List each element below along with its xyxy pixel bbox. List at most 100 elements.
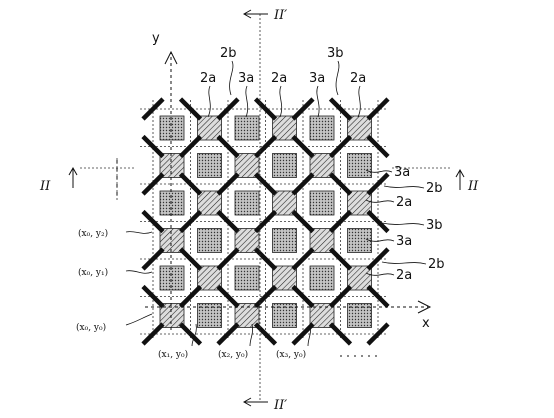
top-label-5: 3a [309,71,325,86]
bar-2b [141,247,165,271]
bar-3b [141,209,165,234]
bar-3b [328,322,353,346]
pixel-2a-cell [347,228,372,253]
bottom-coord-leaders [191,323,311,347]
bar-2b [216,247,240,271]
bar-3b [366,209,390,234]
bar-3b [141,134,165,159]
bar-2b [178,209,203,234]
bar-3b [253,172,278,196]
pixel-2a-cell [159,190,185,216]
right-label-1: 3a [394,165,410,180]
x-axis-label: x [422,316,430,331]
top-label-4: 2a [271,71,287,86]
top-label-1: 2a [200,71,216,86]
section-mark-left: II [39,179,51,194]
pixel-2a-cell [159,115,185,141]
pixel-2a-cell [272,228,297,253]
top-leader-lines [207,60,361,118]
bar-2b [366,97,390,121]
bar-3b [216,209,240,234]
pixel-3a-cell [272,265,297,291]
right-leader-lines [365,169,427,276]
right-label-7: 2a [396,268,412,283]
right-label-5: 3a [396,234,412,249]
right-label-6: 2b [428,257,445,272]
bar-2b [291,247,315,271]
pixel-3a-cell [234,153,260,178]
bar-2b [366,172,390,196]
coord-x2-y0: (x₂, y₀) [218,349,248,360]
bar-3b [328,172,353,196]
pixel-3a-cell [159,153,185,178]
pixel-3a-cell [197,190,222,216]
coord-x0-y1: (x₀, y₁) [78,267,108,278]
pixel-2a-cell [234,115,260,141]
bar-2b [253,284,278,309]
pixel-2a-cell [309,115,335,141]
bar-2b [141,322,165,346]
bar-3b [291,209,315,234]
pixel-3a-cell [197,265,222,291]
pixel-2a-cell [309,265,335,291]
section-arrowhead-top-icon [242,9,252,19]
pixel-2a-cell [347,153,372,178]
bar-3b [291,284,315,309]
top-reference-labels: 2a 2b 3a 2a 3a 3b 2a [200,46,366,86]
bar-3b [253,97,278,121]
y-axis-arrow-icon [164,50,178,65]
bar-3b [216,134,240,159]
bar-2b [291,322,315,346]
right-label-2: 2b [426,181,443,196]
bar-3b [253,247,278,271]
bar-2b [366,247,390,271]
bar-2b [328,209,353,234]
section-arrowhead-left-icon [68,166,78,176]
bar-2b [141,172,165,196]
bar-2b [216,172,240,196]
y-axis-label: y [152,31,160,46]
bar-2b [253,134,278,159]
section-mark-right: II [467,179,479,194]
bar-3b [216,284,240,309]
diagonal-bars [141,97,390,346]
right-label-3: 2a [396,195,412,210]
top-label-6: 3b [327,46,344,61]
pixel-2a-cell [234,190,260,216]
bar-2b [328,134,353,159]
bar-2b [366,322,390,346]
bar-3b [291,134,315,159]
left-coord-leaders [125,231,153,326]
bar-3b [366,134,390,159]
x-axis-arrow-icon [417,300,432,314]
bar-2b [291,97,315,121]
bar-2b [253,209,278,234]
bar-2b [291,172,315,196]
right-label-4: 3b [426,218,443,233]
pixel-3a-cell [347,190,372,216]
bar-3b [328,97,353,121]
bar-3b [178,97,203,121]
pixel-3a-cell [347,115,372,141]
bar-2b [178,284,203,309]
pixel-2a-cell [159,265,185,291]
pixel-2a-cell [197,153,222,178]
bar-3b [178,247,203,271]
pixel-2a-cell [309,190,335,216]
left-coordinate-labels: (x₀, y₂) (x₀, y₁) (x₀, y₀) [76,228,108,333]
section-mark-top: II′ [273,8,287,23]
coord-x3-y0: (x₃, y₀) [276,349,306,360]
pixel-3a-cell [309,153,335,178]
section-arrowhead-right-icon [455,168,465,178]
coord-x1-y0: (x₁, y₀) [158,349,188,360]
pixel-3a-cell [309,228,335,253]
top-label-2: 2b [220,46,237,61]
pixel-cells [159,115,372,328]
section-arrowhead-bottom-icon [242,397,252,407]
top-label-7: 2a [350,71,366,86]
pixel-3a-cell [272,190,297,216]
pixel-3a-cell [347,265,372,291]
bottom-coordinate-labels: (x₁, y₀) (x₂, y₀) (x₃, y₀) [158,349,306,360]
coord-x0-y2: (x₀, y₂) [78,228,108,239]
